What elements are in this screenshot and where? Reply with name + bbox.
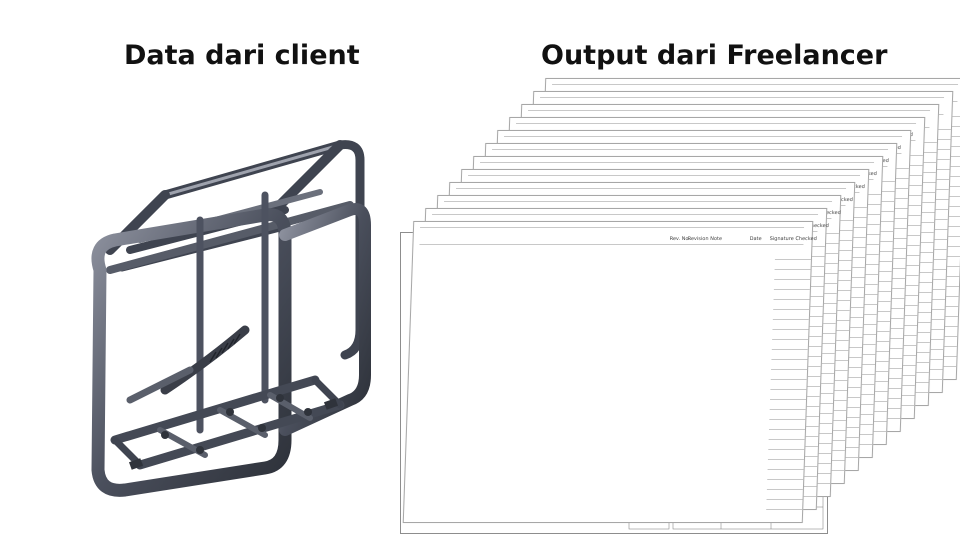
sheet-header-label: Revision Note [687, 236, 723, 242]
frame-3d-render [91, 140, 371, 497]
sheet-header-label: Signature Checked [769, 236, 817, 242]
sheet-header-label: Date [749, 236, 762, 242]
left-heading: Data dari client [124, 40, 360, 71]
right-heading: Output dari Freelancer [541, 40, 888, 71]
